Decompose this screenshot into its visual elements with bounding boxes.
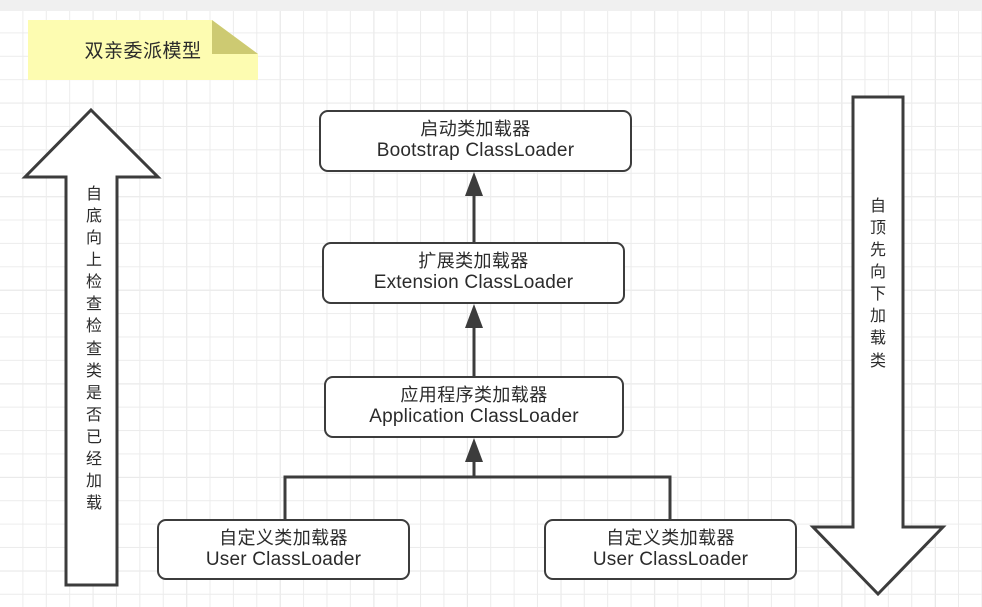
connector-users-to-application (283, 438, 672, 519)
connector-application-to-extension (465, 304, 483, 376)
bottom-up-check-arrow (21, 107, 162, 587)
node-user-classloader-left[interactable]: 自定义类加载器 User ClassLoader (157, 519, 410, 580)
top-toolbar-strip (0, 0, 982, 11)
right-arrow-vertical-label: 自顶先向下加载类 (858, 196, 898, 373)
vertical-label-char: 检 (85, 318, 102, 336)
vertical-label-char: 上 (85, 252, 102, 270)
node-application-label-cn: 应用程序类加载器 (400, 385, 548, 406)
node-bootstrap-label-en: Bootstrap ClassLoader (376, 140, 575, 162)
vertical-label-char: 已 (85, 428, 102, 446)
vertical-label-char: 向 (869, 264, 886, 282)
left-arrow-vertical-label: 自底向上检查检查类是否已经加载 (74, 184, 114, 515)
node-user-right-label-cn: 自定义类加载器 (606, 527, 735, 548)
vertical-label-char: 否 (85, 406, 102, 424)
node-extension-label-cn: 扩展类加载器 (418, 251, 529, 272)
diagram-title: 双亲委派模型 (84, 40, 202, 62)
vertical-label-char: 向 (85, 230, 102, 248)
node-extension-label-en: Extension ClassLoader (373, 272, 574, 294)
node-user-right-label-en: User ClassLoader (592, 548, 749, 570)
node-application-classloader[interactable]: 应用程序类加载器 Application ClassLoader (324, 376, 624, 438)
top-down-load-arrow (809, 95, 947, 597)
title-sticky-note[interactable]: 双亲委派模型 (28, 20, 258, 80)
connector-extension-to-bootstrap (465, 172, 483, 242)
vertical-label-char: 自 (869, 198, 886, 215)
vertical-label-char: 载 (85, 495, 102, 513)
vertical-label-char: 类 (869, 352, 886, 370)
grid-background (0, 10, 982, 607)
vertical-label-char: 底 (85, 208, 102, 226)
vertical-label-char: 经 (85, 450, 102, 468)
node-user-left-label-en: User ClassLoader (205, 548, 362, 570)
vertical-label-char: 加 (85, 473, 102, 491)
vertical-label-char: 自 (85, 186, 102, 203)
node-bootstrap-label-cn: 启动类加载器 (420, 119, 531, 140)
node-extension-classloader[interactable]: 扩展类加载器 Extension ClassLoader (322, 242, 625, 304)
node-user-left-label-cn: 自定义类加载器 (219, 527, 348, 548)
node-application-label-en: Application ClassLoader (369, 406, 579, 428)
vertical-label-char: 是 (85, 384, 102, 402)
vertical-label-char: 查 (85, 340, 102, 358)
vertical-label-char: 加 (869, 308, 886, 326)
node-user-classloader-right[interactable]: 自定义类加载器 User ClassLoader (544, 519, 797, 580)
vertical-label-char: 顶 (869, 220, 886, 238)
vertical-label-char: 类 (85, 362, 102, 380)
vertical-label-char: 查 (85, 296, 102, 314)
vertical-label-char: 下 (869, 286, 886, 304)
vertical-label-char: 先 (869, 242, 886, 260)
node-bootstrap-classloader[interactable]: 启动类加载器 Bootstrap ClassLoader (319, 110, 632, 172)
vertical-label-char: 载 (869, 330, 886, 348)
vertical-label-char: 检 (85, 274, 102, 292)
